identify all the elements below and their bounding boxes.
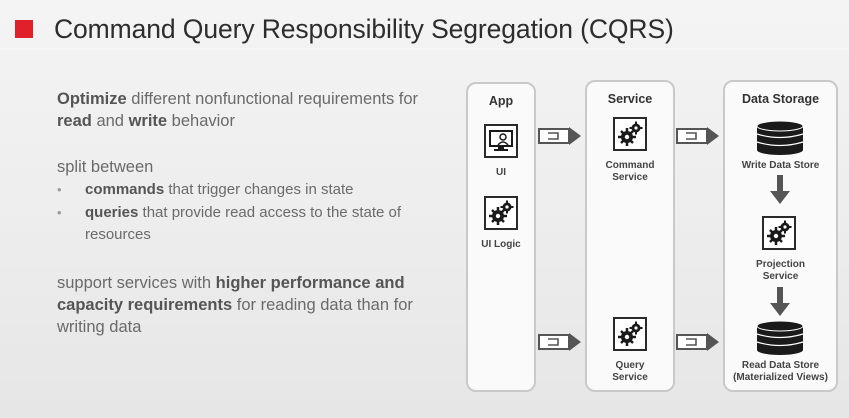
header: Command Query Responsibility Segregation… <box>15 12 674 46</box>
pipe-arrow-icon-command-to-write <box>676 127 719 145</box>
bold-queries: queries <box>85 204 139 221</box>
header-divider <box>0 48 849 50</box>
data-storage-panel: Data Storage Write Data Store Projection… <box>723 80 838 392</box>
pipe-arrow-icon-query-to-read <box>676 333 719 351</box>
text-segment: and <box>91 112 129 130</box>
text-segment: for reading data than for writing data <box>57 296 413 336</box>
bullet-dot: • <box>57 205 62 220</box>
write-data-store-label: Write Data Store <box>741 160 820 171</box>
arrow-down-icon <box>770 175 790 204</box>
bold-performance: higher performance and capacity requirem… <box>57 274 405 314</box>
paragraph-optimize: Optimize different nonfunctional require… <box>57 88 447 132</box>
arrow-down-icon <box>770 287 790 316</box>
service-panel-title: Service <box>607 92 653 106</box>
query-service-label-1: Query <box>615 360 645 371</box>
text-segment: support services with <box>57 274 216 292</box>
text-segment: that trigger changes in state <box>164 181 354 198</box>
read-store-database-icon <box>756 320 804 355</box>
read-data-store-label-2: (Materialized Views) <box>733 372 828 383</box>
write-store-database-icon <box>756 120 804 155</box>
text-segment: behavior <box>167 112 235 130</box>
ui-logic-label: UI Logic <box>481 239 521 250</box>
projection-service-gears-icon <box>762 216 796 250</box>
service-panel: Service Command Service Query Service <box>585 80 675 392</box>
text-segment: that provide read access to the state of… <box>85 204 402 243</box>
page-title: Command Query Responsibility Segregation… <box>54 13 674 44</box>
projection-service-label-1: Projection <box>756 259 805 270</box>
bold-write: write <box>128 112 168 130</box>
app-panel: App UI UI Logic <box>466 82 536 392</box>
sub-bullet-text: commands that trigger changes in state <box>85 179 445 201</box>
bold-read: read <box>57 112 92 130</box>
bullet-dot: • <box>57 182 62 197</box>
sub-bullet-text: queries that provide read access to the … <box>85 202 445 246</box>
gears-icon <box>484 196 518 230</box>
bold-optimize: Optimize <box>57 90 127 108</box>
title-bullet-square <box>15 20 33 38</box>
paragraph-support: support services with higher performance… <box>57 272 447 338</box>
projection-service-label-2: Service <box>762 271 799 282</box>
command-service-label-2: Service <box>612 172 648 183</box>
read-data-store-label-1: Read Data Store <box>741 360 820 371</box>
command-service-label-1: Command <box>605 160 655 171</box>
query-service-label-2: Service <box>612 372 648 383</box>
data-storage-panel-title: Data Storage <box>741 92 820 106</box>
monitor-user-icon <box>484 124 518 158</box>
paragraph-split: split between <box>57 158 154 176</box>
command-service-gears-icon <box>613 117 647 151</box>
text-segment: different nonfunctional requirements for <box>126 90 419 108</box>
app-panel-title: App <box>488 94 514 108</box>
query-service-gears-icon <box>613 317 647 351</box>
pipe-arrow-icon-ui-to-command <box>538 127 581 145</box>
ui-label: UI <box>496 167 506 178</box>
pipe-arrow-icon-ui-to-query <box>538 333 581 351</box>
bold-commands: commands <box>85 181 165 198</box>
